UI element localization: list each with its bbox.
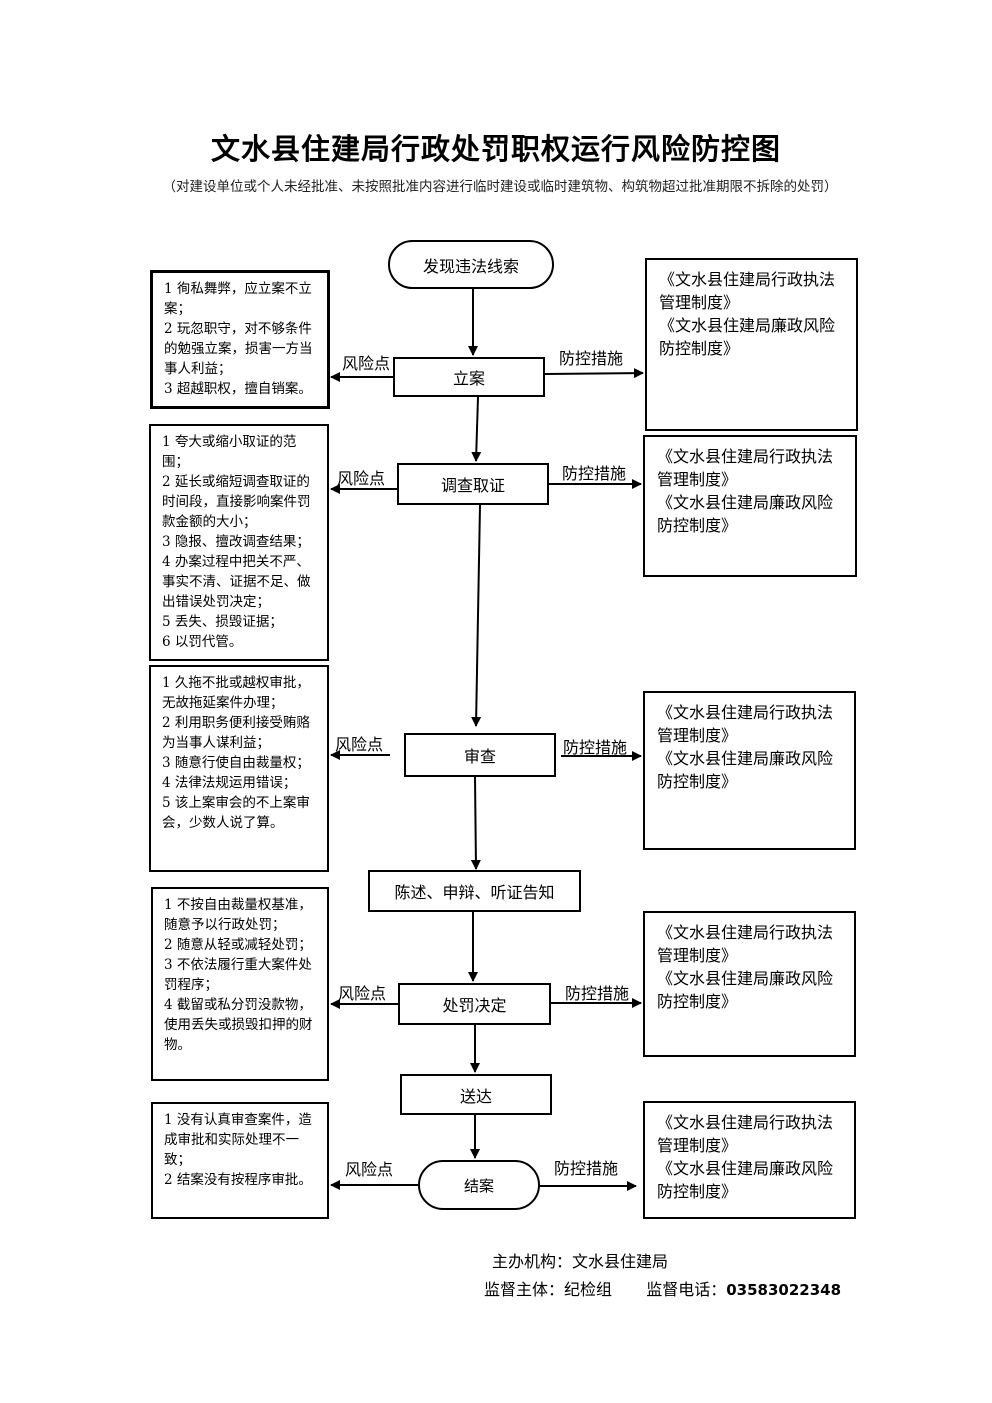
risk-item: 2 玩忽职守，对不够条件的勉强立案，损害一方当事人利益； [164, 321, 313, 377]
supervisor-value: 纪检组 [564, 1280, 613, 1299]
risk-item: 2 结案没有按程序审批。 [164, 1172, 312, 1188]
step-hearing-notice: 陈述、申辩、听证告知 [368, 870, 581, 912]
risk-item: 3 隐报、擅改调查结果； [162, 534, 310, 550]
measure-box-file-case: 《文水县住建局行政执法管理制度》 《文水县住建局廉政风险防控制度》 [645, 258, 858, 431]
measure-box-penalty-decision: 《文水县住建局行政执法管理制度》 《文水县住建局廉政风险防控制度》 [643, 911, 856, 1057]
risk-label-s1: 风险点 [342, 354, 391, 373]
risk-box-file-case: 1 徇私舞弊，应立案不立案； 2 玩忽职守，对不够条件的勉强立案，损害一方当事人… [150, 270, 330, 409]
footer-organizer: 主办机构：文水县住建局 [492, 1248, 668, 1272]
measure-item: 《文水县住建局廉政风险防控制度》 [657, 493, 834, 535]
risk-item: 5 该上案审会的不上案审会，少数人说了算。 [162, 795, 310, 831]
measure-label-s3: 防控措施 [563, 738, 628, 757]
footer-supervisor: 监督主体：纪检组 监督电话：03583022348 [484, 1276, 841, 1300]
risk-item: 1 夸大或缩小取证的范围； [162, 434, 297, 470]
arrow-s2-to-s3 [471, 504, 482, 727]
measure-box-close-case: 《文水县住建局行政执法管理制度》 《文水县住建局廉政风险防控制度》 [643, 1101, 856, 1219]
measure-item: 《文水县住建局廉政风险防控制度》 [659, 316, 836, 358]
measure-label-s2: 防控措施 [562, 464, 627, 483]
risk-item: 1 久拖不批或越权审批，无故拖延案件办理； [162, 675, 310, 711]
measure-item: 《文水县住建局行政执法管理制度》 [657, 923, 834, 965]
page-title: 文水县住建局行政处罚职权运行风险防控图 [210, 132, 781, 166]
risk-item: 3 随意行使自由裁量权； [162, 755, 310, 771]
supervisor-label: 监督主体： [484, 1280, 565, 1299]
risk-item: 3 不依法履行重大案件处罚程序； [164, 957, 312, 993]
risk-label-s3: 风险点 [335, 735, 384, 754]
risk-item: 4 办案过程中把关不严、事实不清、证据不足、做出错误处罚决定； [162, 554, 311, 610]
risk-label-s2: 风险点 [337, 469, 386, 488]
organizer-label: 主办机构： [492, 1252, 573, 1271]
risk-item: 1 不按自由裁量权基准，随意予以行政处罚； [164, 897, 312, 933]
step-penalty-decision: 处罚决定 [398, 983, 551, 1025]
risk-item: 1 没有认真审查案件，造成审批和实际处理不一致； [164, 1112, 312, 1168]
risk-label-s5: 风险点 [338, 984, 387, 1003]
step-start: 发现违法线索 [388, 240, 554, 289]
risk-box-investigation: 1 夸大或缩小取证的范围； 2 延长或缩短调查取证的时间段，直接影响案件罚款金额… [149, 424, 329, 661]
measure-box-investigation: 《文水县住建局行政执法管理制度》 《文水县住建局廉政风险防控制度》 [643, 435, 857, 577]
risk-item: 2 随意从轻或减轻处罚； [164, 937, 312, 953]
measure-item: 《文水县住建局廉政风险防控制度》 [657, 1159, 834, 1201]
measure-item: 《文水县住建局廉政风险防控制度》 [657, 969, 834, 1011]
phone-value: 03583022348 [726, 1281, 842, 1299]
phone-label: 监督电话： [646, 1280, 727, 1299]
risk-box-review: 1 久拖不批或越权审批，无故拖延案件办理； 2 利用职务便利接受贿赂为当事人谋利… [149, 665, 329, 872]
page-subtitle: （对建设单位或个人未经批准、未按照批准内容进行临时建设或临时建筑物、构筑物超过批… [162, 179, 838, 195]
measure-item: 《文水县住建局行政执法管理制度》 [659, 270, 836, 312]
measure-label-s1: 防控措施 [559, 349, 624, 368]
risk-label-end: 风险点 [345, 1160, 394, 1179]
organizer-value: 文水县住建局 [572, 1252, 669, 1271]
step-close-case: 结案 [418, 1160, 540, 1210]
risk-item: 3 超越职权，擅自销案。 [164, 381, 312, 397]
risk-item: 2 利用职务便利接受贿赂为当事人谋利益； [162, 715, 310, 751]
measure-item: 《文水县住建局行政执法管理制度》 [657, 1113, 834, 1155]
risk-item: 2 延长或缩短调查取证的时间段，直接影响案件罚款金额的大小； [162, 474, 311, 530]
risk-item: 4 法律法规运用错误； [162, 775, 297, 791]
measure-box-review: 《文水县住建局行政执法管理制度》 《文水县住建局廉政风险防控制度》 [643, 691, 856, 850]
arrow-s1-measure [544, 368, 644, 379]
risk-item: 6 以罚代管。 [162, 634, 243, 650]
risk-box-close-case: 1 没有认真审查案件，造成审批和实际处理不一致； 2 结案没有按程序审批。 [151, 1102, 329, 1219]
measure-item: 《文水县住建局廉政风险防控制度》 [657, 749, 834, 791]
step-investigation: 调查取证 [397, 463, 549, 505]
risk-box-penalty-decision: 1 不按自由裁量权基准，随意予以行政处罚； 2 随意从轻或减轻处罚； 3 不依法… [151, 887, 329, 1081]
arrow-s1-to-s2 [471, 396, 482, 462]
step-file-case: 立案 [393, 357, 545, 397]
step-review: 审查 [404, 733, 556, 777]
measure-label-end: 防控措施 [554, 1159, 619, 1178]
measure-label-s5: 防控措施 [565, 984, 630, 1003]
measure-item: 《文水县住建局行政执法管理制度》 [657, 447, 834, 489]
step-delivery: 送达 [400, 1074, 552, 1115]
risk-item: 5 丢失、损毁证据； [162, 614, 283, 630]
measure-item: 《文水县住建局行政执法管理制度》 [657, 703, 834, 745]
risk-item: 1 徇私舞弊，应立案不立案； [164, 281, 312, 317]
risk-item: 4 截留或私分罚没款物，使用丢失或损毁扣押的财物。 [164, 997, 313, 1053]
arrow-s3-to-s4 [470, 776, 481, 870]
